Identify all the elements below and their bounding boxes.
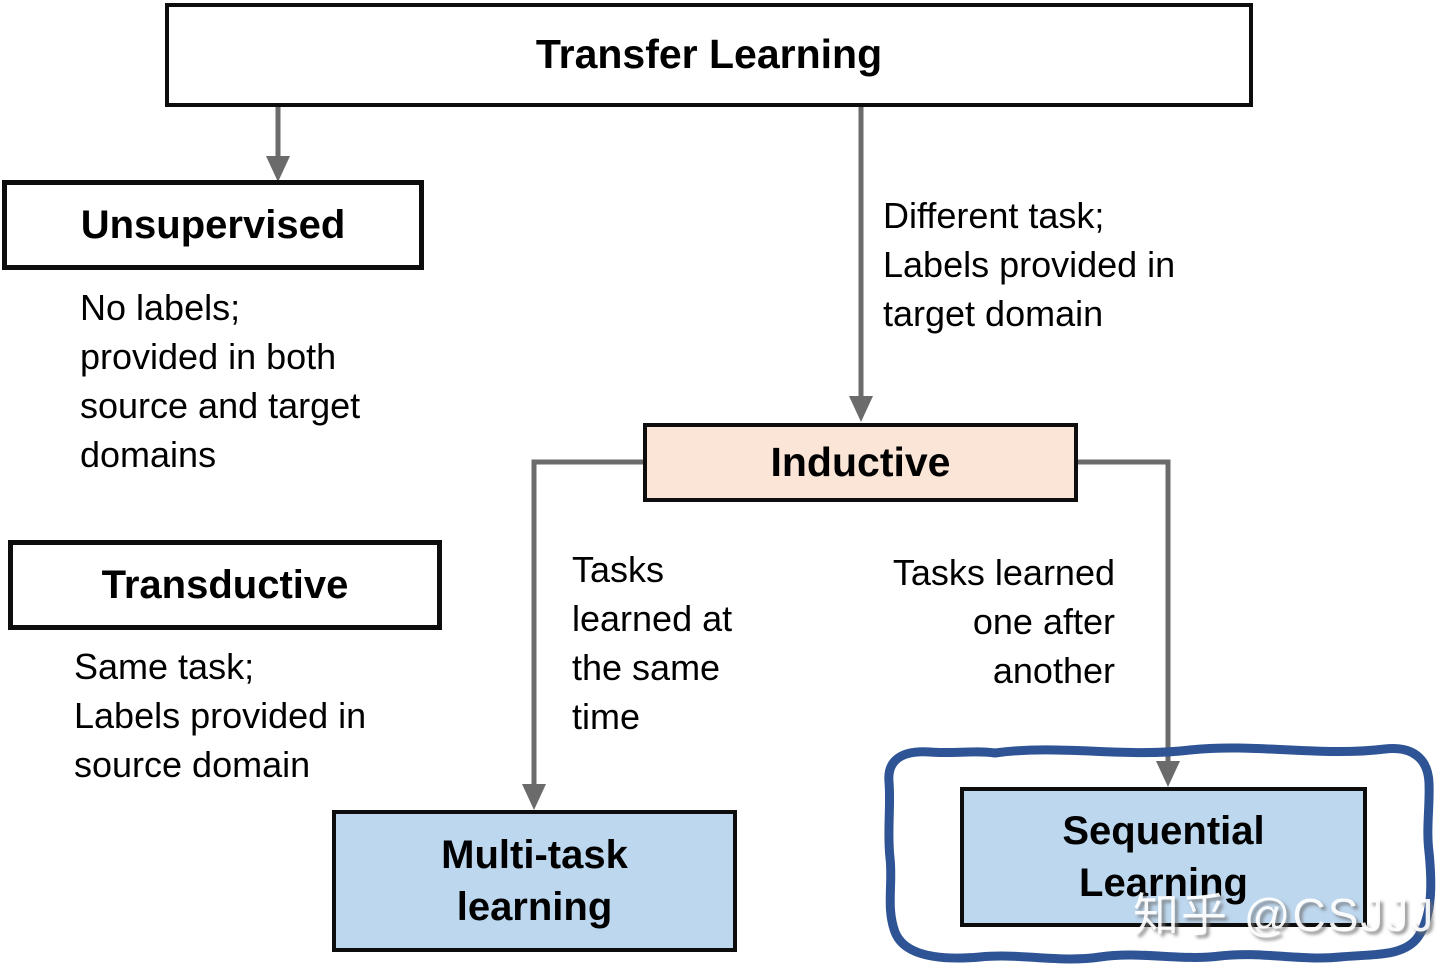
note-transductive: Same task; Labels provided in source dom…	[74, 646, 367, 785]
node-unsupervised: Unsupervised	[2, 180, 424, 270]
node-inductive: Inductive	[643, 423, 1078, 502]
note-unsupervised: No labels; provided in both source and t…	[80, 287, 361, 475]
arrowhead-inductive-icon	[849, 396, 873, 422]
note-inductive: Different task; Labels provided in targe…	[883, 195, 1176, 334]
note-multi-task-learning: Tasks learned at the same time	[572, 549, 733, 737]
note-sequential-learning: Tasks learned one after another	[892, 552, 1115, 691]
node-multi-task-learning: Multi-task learning	[332, 810, 737, 952]
watermark: 知乎 @CSJJJ	[1133, 889, 1436, 941]
node-transductive: Transductive	[8, 540, 442, 630]
arrowhead-sequential-icon	[1156, 761, 1180, 787]
connector-inductive-to-sequential	[1076, 459, 1171, 763]
arrowhead-multitask-icon	[522, 784, 546, 810]
node-transductive-label: Transductive	[101, 563, 349, 607]
node-unsupervised-label: Unsupervised	[80, 203, 346, 247]
connector-inductive-to-multitask	[531, 459, 645, 786]
node-sequential-learning-label: Sequential Learning	[1062, 809, 1265, 905]
arrowhead-unsupervised-icon	[266, 156, 290, 182]
node-sequential-learning: Sequential Learning	[960, 787, 1367, 927]
node-transfer-learning: Transfer Learning	[165, 3, 1253, 107]
node-multi-task-learning-label: Multi-task learning	[441, 833, 628, 929]
node-transfer-learning-label: Transfer Learning	[535, 31, 883, 78]
node-inductive-label: Inductive	[770, 438, 951, 485]
hand-drawn-highlight-loop-icon	[884, 743, 1436, 964]
